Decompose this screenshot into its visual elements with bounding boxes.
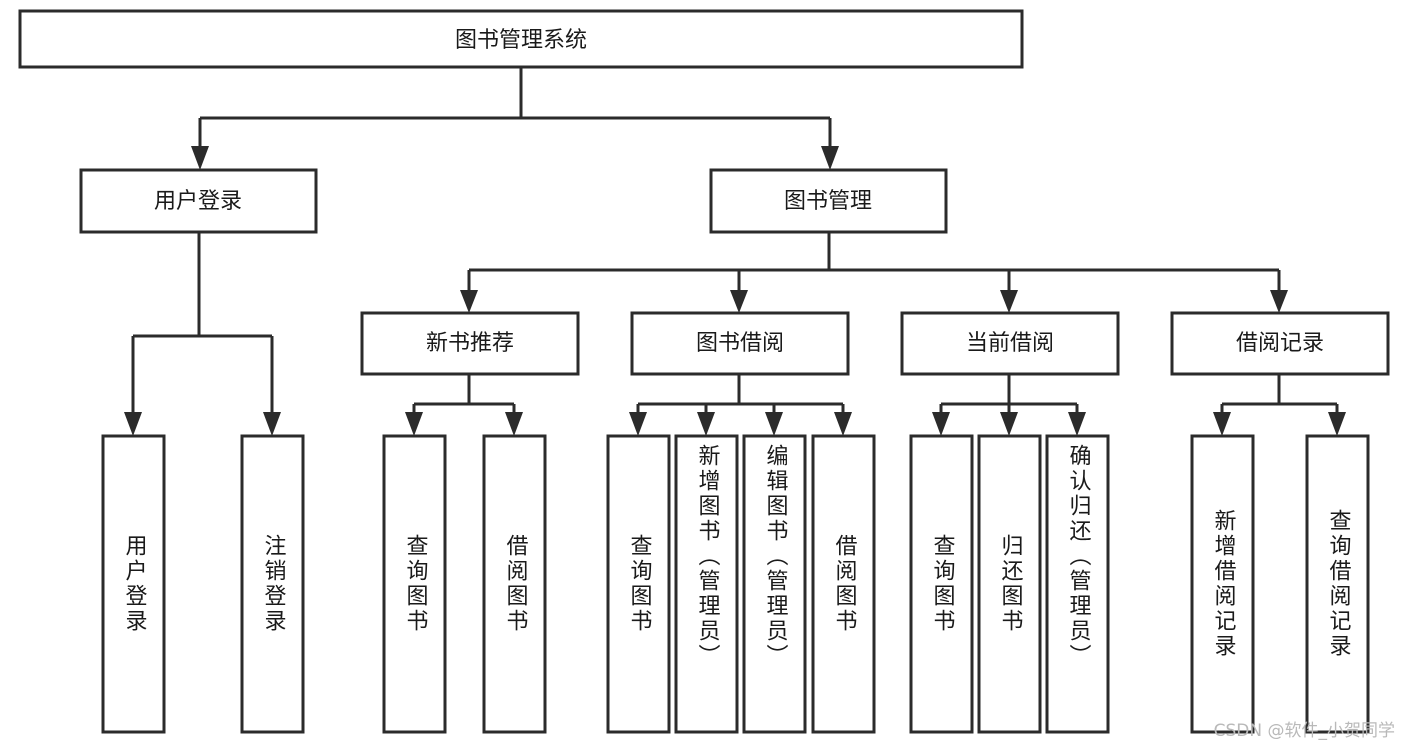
csdn-watermark: CSDN @软件_小贺同学: [1213, 721, 1395, 741]
node-book-borrow[interactable]: 图书借阅: [630, 311, 850, 376]
connector-root-to-level2: [191, 67, 839, 170]
leaf-box-query-book-3[interactable]: [909, 434, 974, 734]
node-borrow-record-box[interactable]: [1170, 311, 1390, 376]
connector-currentborrow-to-leaves: [932, 374, 1086, 436]
leaf-box-return-book[interactable]: [977, 434, 1042, 734]
arrow-head-icon: [1328, 412, 1346, 436]
leaf-box-query-book-1[interactable]: [382, 434, 447, 734]
connector-userlogin-to-leaves: [124, 232, 281, 436]
connector-bookborrow-to-leaves: [629, 374, 852, 436]
arrow-head-icon: [1213, 412, 1231, 436]
leaf-box-query-book-2[interactable]: [606, 434, 671, 734]
arrow-head-icon: [1068, 412, 1086, 436]
node-borrow-record-label: 借阅记录: [1236, 331, 1324, 356]
node-root-box[interactable]: [18, 9, 1024, 69]
node-current-borrow-box[interactable]: [900, 311, 1120, 376]
leaf-box-user-login[interactable]: [101, 434, 166, 734]
leaf-box-borrow-book-2[interactable]: [811, 434, 876, 734]
arrow-head-icon: [405, 412, 423, 436]
arrow-head-icon: [1000, 412, 1018, 436]
leaf-box-edit-book[interactable]: [742, 434, 807, 734]
connector-borrowrecord-to-leaves: [1213, 374, 1346, 436]
arrow-head-icon: [730, 290, 748, 313]
arrow-head-icon: [629, 412, 647, 436]
connector-newbook-to-leaves: [405, 374, 523, 436]
arrow-head-icon: [697, 412, 715, 436]
node-root[interactable]: 图书管理系统: [18, 9, 1024, 69]
node-user-login-label: 用户登录: [154, 189, 242, 214]
leaf-box-add-book[interactable]: [674, 434, 739, 734]
arrow-head-icon: [932, 412, 950, 436]
arrow-head-icon: [834, 412, 852, 436]
connector-booksys-to-level3: [460, 232, 1288, 313]
node-user-login[interactable]: 用户登录: [79, 168, 318, 234]
arrow-head-icon: [460, 290, 478, 313]
node-new-book-recommend[interactable]: 新书推荐: [360, 311, 580, 376]
node-book-management-box[interactable]: [709, 168, 948, 234]
node-book-management-label: 图书管理: [784, 189, 872, 214]
node-current-borrow[interactable]: 当前借阅: [900, 311, 1120, 376]
arrow-head-icon: [1000, 290, 1018, 313]
leaf-box-logout[interactable]: [240, 434, 305, 734]
arrow-head-icon: [124, 412, 142, 436]
arrow-head-icon: [505, 412, 523, 436]
node-book-management[interactable]: 图书管理: [709, 168, 948, 234]
arrow-head-icon: [821, 146, 839, 170]
arrow-head-icon: [1270, 290, 1288, 313]
node-book-borrow-box[interactable]: [630, 311, 850, 376]
arrow-head-icon: [263, 412, 281, 436]
leaf-box-borrow-book-1[interactable]: [482, 434, 547, 734]
node-current-borrow-label: 当前借阅: [966, 331, 1054, 356]
node-user-login-box[interactable]: [79, 168, 318, 234]
node-new-book-recommend-label: 新书推荐: [426, 331, 514, 356]
leaf-box-query-record[interactable]: [1305, 434, 1370, 734]
node-borrow-record[interactable]: 借阅记录: [1170, 311, 1390, 376]
arrow-head-icon: [191, 146, 209, 170]
leaf-box-add-record[interactable]: [1190, 434, 1255, 734]
arrow-head-icon: [765, 412, 783, 436]
node-new-book-recommend-box[interactable]: [360, 311, 580, 376]
node-root-label: 图书管理系统: [455, 28, 587, 53]
leaf-box-confirm-return[interactable]: [1045, 434, 1110, 734]
node-book-borrow-label: 图书借阅: [696, 331, 784, 356]
